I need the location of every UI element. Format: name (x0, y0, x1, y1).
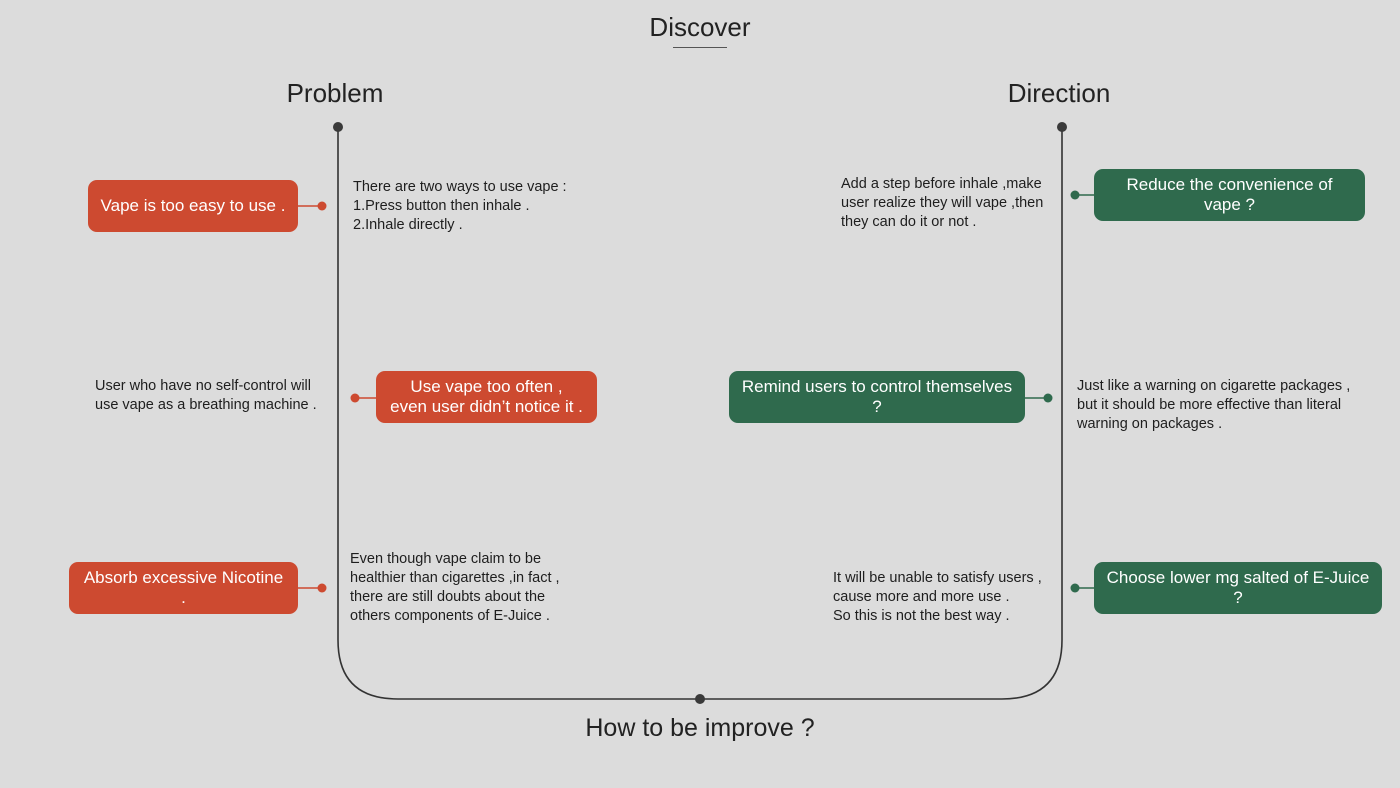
problem-3-dot (317, 583, 327, 593)
problem-3-box: Absorb excessive Nicotine . (69, 562, 298, 614)
direction-start-dot (1057, 122, 1067, 132)
direction-2-box: Remind users to control themselves ? (729, 371, 1025, 423)
problem-3-note: Even though vape claim to be healthier t… (350, 551, 560, 624)
problem-2-dot (350, 393, 360, 403)
bottom-label: How to be improve ? (585, 714, 815, 742)
title-underline (673, 47, 727, 48)
direction-3-box: Choose lower mg salted of E-Juice ? (1094, 562, 1382, 614)
problem-1-dot (317, 201, 327, 211)
direction-1-dot (1070, 190, 1080, 200)
problem-1-box: Vape is too easy to use . (88, 180, 298, 232)
direction-2-dot (1043, 393, 1053, 403)
direction-1-box: Reduce the convenience of vape ? (1094, 169, 1365, 221)
page-title: Discover (649, 12, 751, 42)
problem-1-note: There are two ways to use vape : 1.Press… (353, 179, 567, 233)
bottom-center-dot (695, 694, 705, 704)
problem-2-note: User who have no self-control will use v… (95, 378, 317, 413)
problem-start-dot (333, 122, 343, 132)
direction-3-dot (1070, 583, 1080, 593)
direction-1-note: Add a step before inhale ,make user real… (841, 176, 1044, 230)
direction-2-note: Just like a warning on cigarette package… (1077, 378, 1351, 432)
direction-heading: Direction (1007, 78, 1111, 108)
direction-3-note: It will be unable to satisfy users , cau… (833, 570, 1042, 624)
problem-2-box: Use vape too often , even user didn’t no… (376, 371, 597, 423)
problem-heading: Problem (286, 78, 384, 108)
